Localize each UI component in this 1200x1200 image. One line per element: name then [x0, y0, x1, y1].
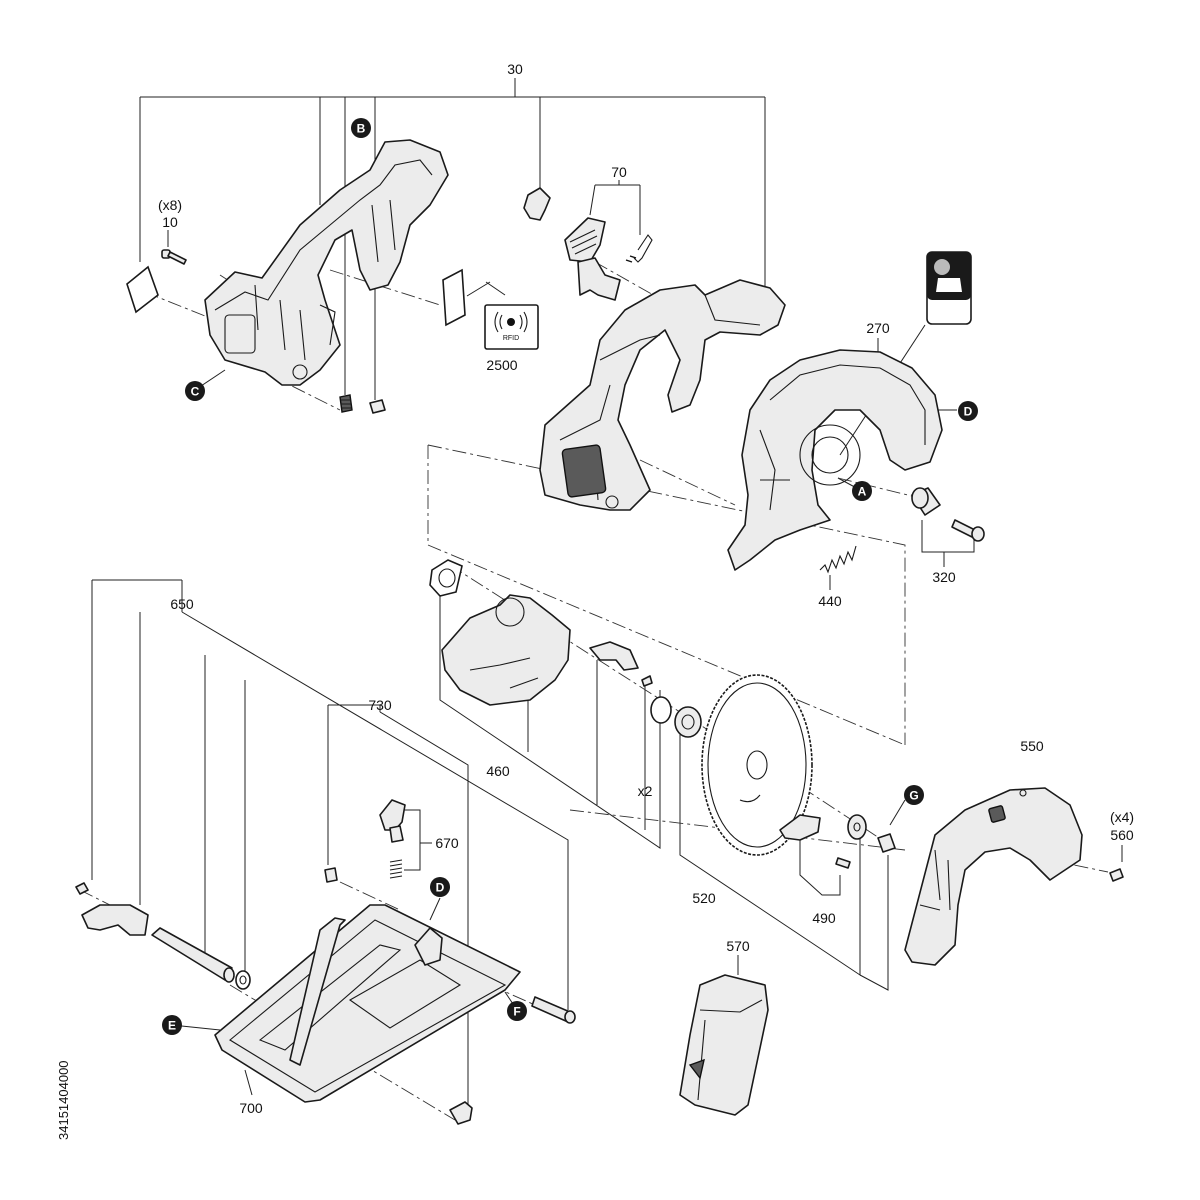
spring-pin-parts	[339, 394, 386, 414]
base-plate-700-part	[214, 904, 576, 1125]
part-number-labels: 30 (x8) 10 70 2500 270 320 440 650 730 6…	[158, 61, 1134, 1116]
saw-blade-520-part	[701, 674, 813, 856]
battery-570-part	[679, 974, 769, 1116]
blade-guard-270-part	[727, 349, 943, 571]
label-560: 560	[1110, 827, 1134, 843]
left-housing-part	[204, 139, 449, 386]
label-650: 650	[170, 596, 194, 612]
label-10: 10	[162, 214, 178, 230]
lower-guard-460-part	[429, 559, 653, 706]
switch-assembly-part	[523, 187, 653, 301]
badge-d-top: D	[958, 401, 978, 421]
badge-g: G	[904, 785, 924, 805]
badge-f: F	[507, 1001, 527, 1021]
svg-text:D: D	[436, 881, 445, 895]
svg-text:B: B	[357, 122, 366, 136]
label-550: 550	[1020, 738, 1044, 754]
label-730: 730	[368, 697, 392, 713]
document-number: 34151404000	[56, 1060, 71, 1140]
outer-flange-part	[847, 814, 896, 853]
screw-10-part	[161, 249, 187, 265]
riving-knife-490-part	[779, 814, 851, 869]
label-460: 460	[486, 763, 510, 779]
sticker-warning	[926, 251, 972, 325]
spring-440-part	[819, 545, 857, 574]
label-440: 440	[818, 593, 842, 609]
svg-text:G: G	[909, 789, 918, 803]
screw-560-part	[1109, 868, 1124, 882]
label-320: 320	[932, 569, 956, 585]
knob-670-part	[324, 799, 406, 883]
badge-d-base: D	[430, 877, 450, 897]
label-10-qty: (x8)	[158, 197, 182, 213]
label-270: 270	[866, 320, 890, 336]
motor-housing-part	[539, 279, 786, 511]
label-sheet	[126, 265, 159, 314]
svg-text:F: F	[513, 1005, 520, 1019]
badge-e: E	[162, 1015, 182, 1035]
label-2500: 2500	[486, 357, 517, 373]
rfid-label: RFID	[503, 335, 519, 342]
label-30: 30	[507, 61, 523, 77]
label-700: 700	[239, 1100, 263, 1116]
svg-text:A: A	[858, 485, 867, 499]
svg-text:E: E	[168, 1019, 176, 1033]
label-x2: x2	[638, 783, 653, 799]
reference-badges: A B C D D E F G	[162, 118, 978, 1035]
label-670: 670	[435, 835, 459, 851]
label-570: 570	[726, 938, 750, 954]
bushing-screw-320-part	[911, 487, 985, 542]
guide-650-part	[75, 882, 251, 990]
label-520: 520	[692, 890, 716, 906]
rfid-tag-part: RFID	[442, 268, 539, 350]
badge-c: C	[185, 381, 205, 401]
svg-text:D: D	[964, 405, 973, 419]
label-560-qty: (x4)	[1110, 809, 1134, 825]
cover-550-part	[904, 787, 1083, 966]
leader-lines	[91, 78, 1123, 1110]
svg-text:C: C	[191, 385, 200, 399]
blade-clamp-parts	[650, 696, 702, 738]
label-70: 70	[611, 164, 627, 180]
label-490: 490	[812, 910, 836, 926]
badge-a: A	[852, 481, 872, 501]
badge-b: B	[351, 118, 371, 138]
